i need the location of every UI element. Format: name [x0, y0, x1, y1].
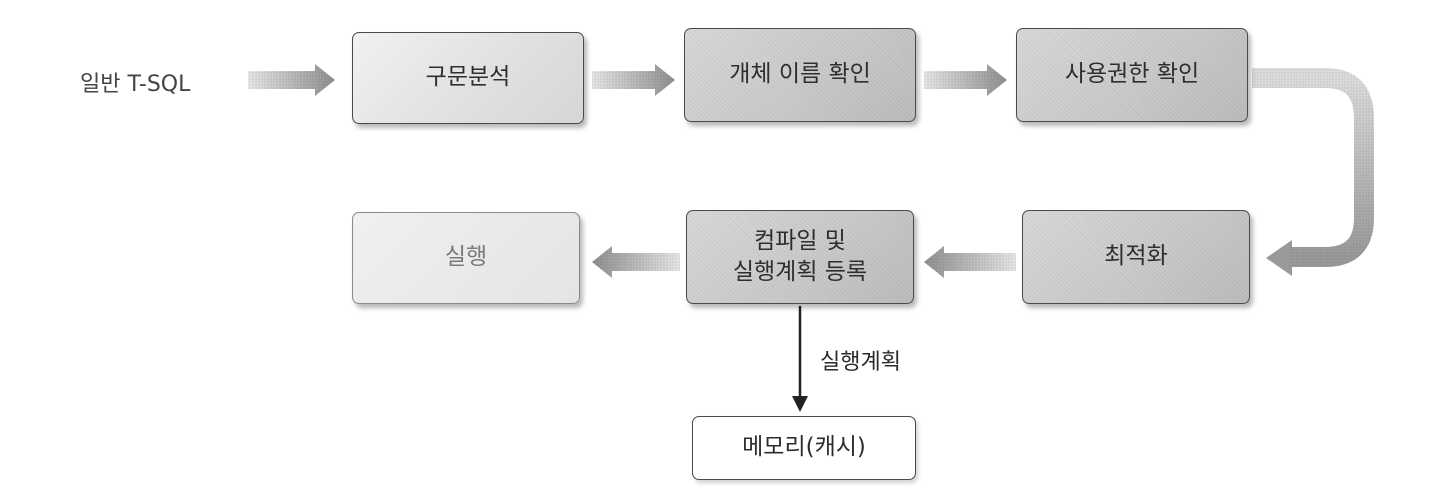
- step-compile-label-line1: 컴파일 및: [754, 227, 846, 254]
- step-optimize-label: 최적화: [1104, 243, 1168, 270]
- step-execute-label: 실행: [444, 244, 488, 271]
- arrow-compile-to-execute: [592, 246, 680, 278]
- step-optimize: 최적화: [1022, 210, 1250, 304]
- step-parse-label: 구문분석: [425, 64, 511, 91]
- step-compile-label-line2: 실행계획 등록: [732, 259, 868, 285]
- arrow-input-to-parse: [248, 64, 335, 96]
- step-name-check: 개체 이름 확인: [684, 28, 916, 122]
- arrow-optimize-to-compile: [924, 246, 1016, 278]
- step-perm-check: 사용권한 확인: [1016, 28, 1248, 122]
- step-compile: 컴파일 및 실행계획 등록: [686, 210, 914, 304]
- input-label: 일반 T-SQL: [80, 72, 191, 97]
- memory-cache-box: 메모리(캐시): [692, 416, 916, 480]
- step-execute: 실행: [352, 212, 580, 304]
- arrow-name-check-to-perm-check: [924, 64, 1007, 96]
- step-name-check-label: 개체 이름 확인: [729, 61, 871, 88]
- step-parse: 구문분석: [352, 32, 584, 124]
- memory-cache-label: 메모리(캐시): [742, 434, 866, 461]
- edge-label-execution-plan: 실행계획: [820, 350, 901, 375]
- arrow-compile-to-cache: [792, 306, 808, 412]
- step-perm-check-label: 사용권한 확인: [1064, 61, 1200, 88]
- arrow-parse-to-name-check: [592, 64, 675, 96]
- arrow-perm-check-to-optimize: [1252, 68, 1374, 276]
